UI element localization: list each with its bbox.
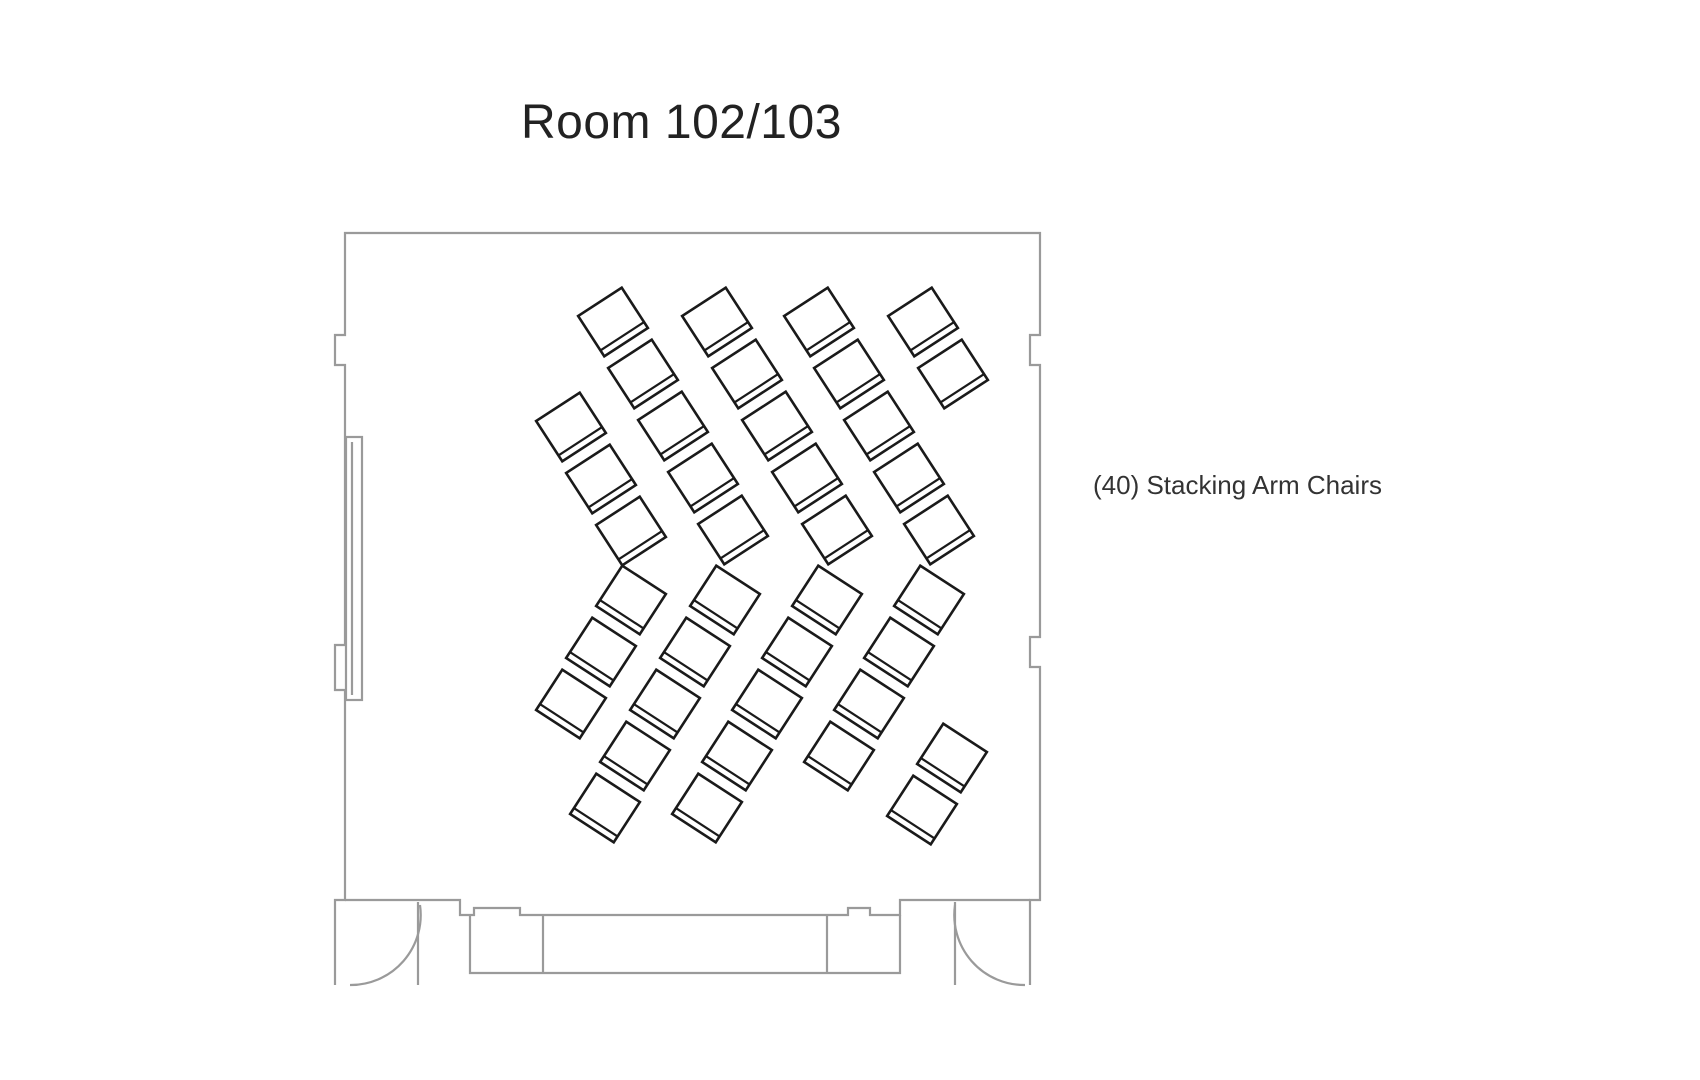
chair xyxy=(886,285,960,359)
chair xyxy=(606,337,680,411)
chair xyxy=(598,719,672,793)
chair xyxy=(730,667,804,741)
chair xyxy=(576,285,650,359)
chair xyxy=(564,615,638,689)
chair xyxy=(534,667,608,741)
room-walls xyxy=(333,231,1042,987)
bottom-alcove xyxy=(468,915,902,975)
chair xyxy=(800,493,874,567)
chair xyxy=(862,615,936,689)
chair xyxy=(892,563,966,637)
chair xyxy=(842,389,916,463)
chair xyxy=(710,337,784,411)
chair xyxy=(872,441,946,515)
chair xyxy=(636,389,710,463)
chair xyxy=(760,615,834,689)
chair xyxy=(902,493,976,567)
chair xyxy=(658,615,732,689)
chair xyxy=(700,719,774,793)
chair xyxy=(534,390,608,464)
chair xyxy=(594,563,668,637)
chair xyxy=(564,442,638,516)
chair xyxy=(915,721,989,795)
chair xyxy=(688,563,762,637)
chair xyxy=(832,667,906,741)
left-door xyxy=(344,435,364,702)
chair xyxy=(770,441,844,515)
chair xyxy=(670,771,744,845)
door-swing-left xyxy=(349,904,422,987)
chair xyxy=(916,337,990,411)
chair xyxy=(696,493,770,567)
chair-legend: (40) Stacking Arm Chairs xyxy=(1093,470,1382,500)
chair xyxy=(812,337,886,411)
chair xyxy=(802,719,876,793)
chair xyxy=(680,285,754,359)
chair xyxy=(666,441,740,515)
chair xyxy=(740,389,814,463)
chair xyxy=(790,563,864,637)
door-swing-right xyxy=(953,904,1026,987)
chairs xyxy=(534,285,990,847)
chair xyxy=(628,667,702,741)
chair xyxy=(594,494,668,568)
room-title: Room 102/103 xyxy=(521,96,842,149)
chair xyxy=(782,285,856,359)
chair xyxy=(568,771,642,845)
chair xyxy=(885,773,959,847)
